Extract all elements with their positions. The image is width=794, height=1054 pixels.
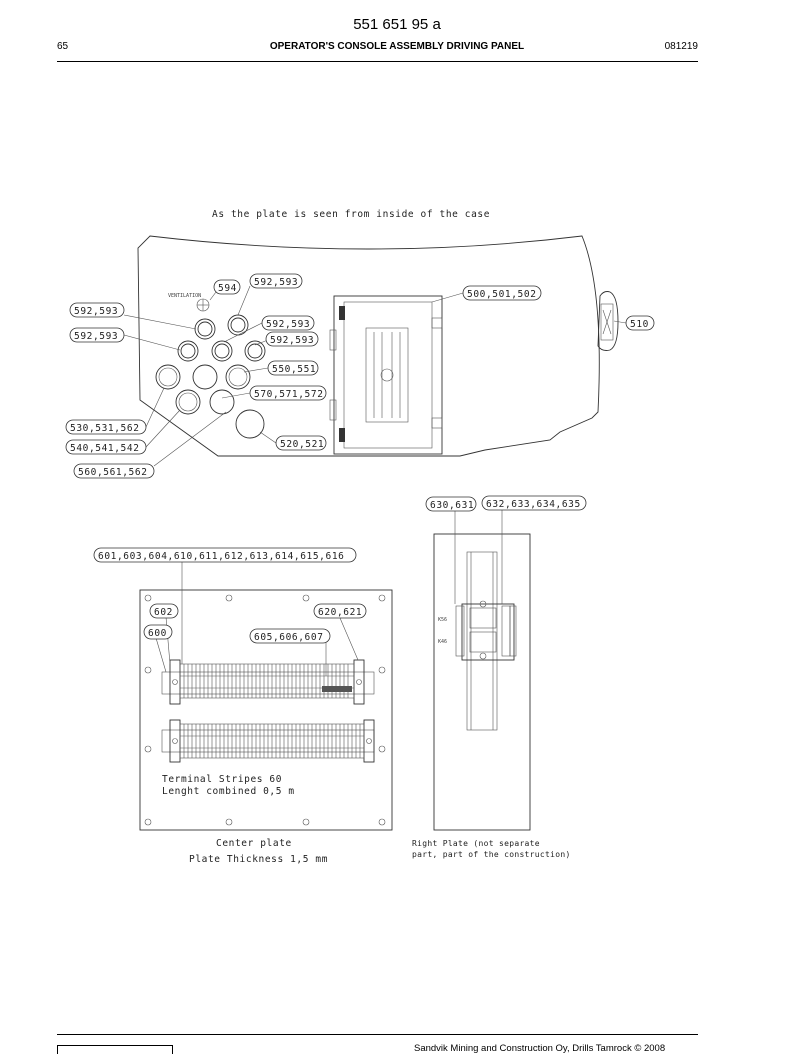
- length-combined-note: Lenght combined 0,5 m: [162, 786, 295, 797]
- callout-620-621: 620,621: [313, 603, 367, 619]
- svg-text:630,631: 630,631: [430, 500, 474, 511]
- callout-594: 594: [213, 279, 241, 295]
- leader-lines-top: [123, 285, 627, 467]
- svg-text:592,593: 592,593: [74, 331, 118, 342]
- switch-cluster: [155, 314, 266, 439]
- callout-592-593-c: 592,593: [69, 327, 125, 343]
- plate-thickness-caption: Plate Thickness 1,5 mm: [189, 854, 328, 865]
- svg-text:550,551: 550,551: [272, 364, 316, 375]
- svg-text:570,571,572: 570,571,572: [254, 389, 324, 400]
- svg-text:620,621: 620,621: [318, 607, 362, 618]
- callout-510: 510: [625, 315, 655, 331]
- callout-540-541-542: 540,541,542: [65, 439, 147, 455]
- svg-text:592,593: 592,593: [270, 335, 314, 346]
- svg-text:600: 600: [148, 628, 167, 639]
- terminal-strip-lower: [161, 719, 375, 763]
- callout-632-633-634-635: 632,633,634,635: [481, 495, 587, 511]
- callout-500-501-502: 500,501,502: [462, 285, 542, 301]
- footer-rule: [57, 1034, 698, 1035]
- callout-560-561-562: 560,561,562: [73, 463, 155, 479]
- center-plate-caption: Center plate: [216, 838, 292, 849]
- terminal-stripes-note: Terminal Stripes 60: [162, 774, 282, 785]
- callout-530-531-562: 530,531,562: [65, 419, 147, 435]
- footer-copyright: Sandvik Mining and Construction Oy, Dril…: [414, 1044, 666, 1053]
- svg-text:540,541,542: 540,541,542: [70, 443, 140, 454]
- svg-text:594: 594: [218, 283, 237, 294]
- callout-602: 602: [149, 603, 179, 619]
- callout-520-521: 520,521: [275, 435, 327, 451]
- svg-text:500,501,502: 500,501,502: [467, 289, 537, 300]
- document-number: 551 651 95 a: [353, 16, 441, 33]
- relay-label-k56: K56: [438, 617, 447, 623]
- svg-text:632,633,634,635: 632,633,634,635: [486, 499, 581, 510]
- callout-592-593-e: 592,593: [265, 331, 319, 347]
- page-title: OPERATOR'S CONSOLE ASSEMBLY DRIVING PANE…: [269, 41, 525, 52]
- callout-570-571-572: 570,571,572: [249, 385, 327, 401]
- caption-top: As the plate is seen from inside of the …: [212, 209, 490, 220]
- svg-text:592,593: 592,593: [254, 277, 298, 288]
- ventilation-label: VENTILATION: [168, 293, 201, 299]
- right-plate: K56 K46: [433, 510, 531, 831]
- right-plate-caption-line2: part, part of the construction): [412, 850, 571, 859]
- svg-text:605,606,607: 605,606,607: [254, 632, 324, 643]
- driving-panel-outline: [137, 235, 600, 457]
- callout-601-616: 601,603,604,610,611,612,613,614,615,616: [93, 547, 357, 563]
- callout-605-606-607: 605,606,607: [249, 628, 331, 644]
- right-plate-caption-line1: Right Plate (not separate: [412, 839, 540, 848]
- callout-592-593-a: 592,593: [249, 273, 303, 289]
- date-code: 081219: [664, 41, 698, 52]
- svg-text:510: 510: [630, 319, 649, 330]
- callout-592-593-b: 592,593: [69, 302, 125, 318]
- center-plate: [139, 589, 393, 831]
- svg-text:530,531,562: 530,531,562: [70, 423, 140, 434]
- page-number: 65: [57, 41, 69, 52]
- ventilation-icon: [196, 298, 210, 312]
- display-module: [329, 295, 443, 455]
- header-rule: [57, 61, 698, 62]
- svg-text:601,603,604,610,611,612,613,61: 601,603,604,610,611,612,613,614,615,616: [98, 551, 344, 562]
- sandvik-logo: [57, 1045, 173, 1054]
- svg-text:560,561,562: 560,561,562: [78, 467, 148, 478]
- leader-lines-center: [155, 562, 359, 676]
- callout-600: 600: [143, 624, 173, 640]
- terminal-strip-upper: [161, 659, 375, 705]
- callout-592-593-d: 592,593: [261, 315, 315, 331]
- callout-550-551: 550,551: [267, 360, 319, 376]
- svg-text:520,521: 520,521: [280, 439, 324, 450]
- svg-text:592,593: 592,593: [74, 306, 118, 317]
- svg-text:602: 602: [154, 607, 173, 618]
- svg-text:592,593: 592,593: [266, 319, 310, 330]
- relay-label-k46: K46: [438, 639, 447, 645]
- callout-630-631: 630,631: [425, 496, 477, 512]
- side-connector: [597, 291, 619, 351]
